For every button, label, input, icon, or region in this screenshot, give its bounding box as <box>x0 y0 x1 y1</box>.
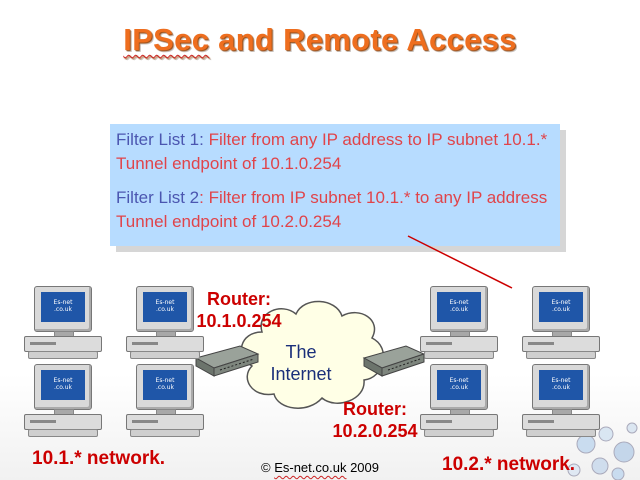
title-prefix: IPSec <box>123 22 210 57</box>
pc-right-4: Es-net.co.uk <box>522 364 600 437</box>
footer-year: 2009 <box>346 460 379 475</box>
pc-left-2: Es-net.co.uk <box>126 286 204 359</box>
router-1-address: 10.1.0.254 <box>196 311 282 331</box>
internet-label-line2: Internet <box>270 364 332 384</box>
router-1-label: Router: 10.1.0.254 <box>184 288 294 332</box>
filter-list-1-name: Filter List 1: <box>116 130 204 149</box>
right-network-label: 10.2.* network. <box>442 454 576 475</box>
router-1-title: Router: <box>207 289 271 309</box>
title-rest: and Remote Access <box>209 22 517 57</box>
internet-label: The Internet <box>255 341 347 385</box>
pc-right-3: Es-net.co.uk <box>420 364 498 437</box>
filter-list-2-text: : Filter from IP subnet 10.1.* to any IP… <box>116 188 548 231</box>
pc-screen-logo: Es-net.co.uk <box>437 292 481 322</box>
pc-screen-logo: Es-net.co.uk <box>41 292 85 322</box>
filter-list-2-name: Filter List 2 <box>116 188 200 207</box>
copyright-footer: © Es-net.co.uk 2009 <box>0 460 640 475</box>
pc-screen-logo: Es-net.co.uk <box>539 292 583 322</box>
router-2-icon <box>362 345 426 377</box>
pc-left-4: Es-net.co.uk <box>126 364 204 437</box>
footer-prefix: © <box>260 460 275 475</box>
pc-left-1: Es-net.co.uk <box>24 286 102 359</box>
filter-list-2: Filter List 2: Filter from IP subnet 10.… <box>116 186 554 234</box>
pc-right-1: Es-net.co.uk <box>420 286 498 359</box>
pc-screen-logo: Es-net.co.uk <box>539 370 583 400</box>
filter-list-1: Filter List 1: Filter from any IP addres… <box>116 128 554 176</box>
pointer-line <box>407 235 513 289</box>
pc-screen-logo: Es-net.co.uk <box>143 370 187 400</box>
router-2-address: 10.2.0.254 <box>332 421 418 441</box>
pc-right-2: Es-net.co.uk <box>522 286 600 359</box>
filter-list-1-text: Filter from any IP address to IP subnet … <box>116 130 548 173</box>
pc-screen-logo: Es-net.co.uk <box>437 370 481 400</box>
pc-screen-logo: Es-net.co.uk <box>143 292 187 322</box>
filter-list-box: Filter List 1: Filter from any IP addres… <box>110 124 560 246</box>
pc-screen-logo: Es-net.co.uk <box>41 370 85 400</box>
footer-brand: Es-net.co.uk <box>274 460 347 475</box>
left-network-label: 10.1.* network. <box>32 448 166 469</box>
internet-label-line1: The <box>285 342 317 362</box>
router-1-icon <box>194 345 260 377</box>
router-2-label: Router: 10.2.0.254 <box>320 398 430 442</box>
decorative-bubbles <box>567 422 638 480</box>
router-2-title: Router: <box>343 399 407 419</box>
internet-cloud <box>240 300 385 409</box>
pc-left-3: Es-net.co.uk <box>24 364 102 437</box>
page-title: IPSec and Remote Access <box>0 22 640 58</box>
